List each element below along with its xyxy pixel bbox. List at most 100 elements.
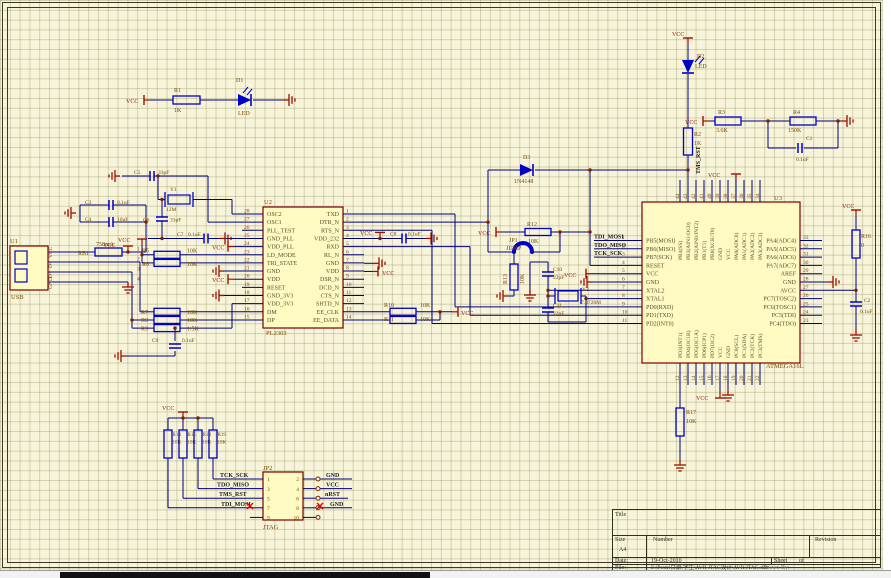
pin-number: 13 xyxy=(346,306,352,312)
pin-number: 36 xyxy=(739,193,745,199)
vcc-label: VCC xyxy=(360,231,372,237)
net-label: TDO_MISO xyxy=(594,243,626,249)
resistor-R16[interactable] xyxy=(851,229,861,259)
pin-name: PA0(ADC0) xyxy=(733,233,740,260)
gnd-symbol xyxy=(284,94,296,106)
gnd-symbol xyxy=(842,115,854,127)
pin-name: AVCC xyxy=(780,288,796,294)
resistor-R12[interactable] xyxy=(524,227,552,237)
pin-number: 9 xyxy=(346,274,349,280)
led-arrow xyxy=(694,55,701,63)
pin-name: GND xyxy=(326,261,340,267)
pin-name: PD2(INT0) xyxy=(646,321,674,328)
vcc-label: VCC xyxy=(478,231,490,237)
resistor-R9[interactable] xyxy=(153,323,181,333)
value-label: 10K xyxy=(187,249,198,255)
pin-number: 44 xyxy=(675,193,681,199)
chip-U3-body[interactable] xyxy=(641,201,801,364)
gnd-symbol xyxy=(122,282,134,294)
pin-number: 19 xyxy=(244,282,250,288)
pin-number: 18 xyxy=(723,375,729,381)
pin-number: 18 xyxy=(244,290,250,296)
gnd-symbol xyxy=(828,276,840,288)
resistor-R14[interactable] xyxy=(163,429,173,459)
resistor-R15[interactable] xyxy=(178,429,188,459)
text-label: D- xyxy=(48,262,54,268)
pin-number: 4 xyxy=(296,487,299,493)
resistor-R17[interactable] xyxy=(675,407,685,437)
value-label: JUMP xyxy=(506,246,522,252)
pin-number: 34 xyxy=(755,193,761,199)
pin-name: PB0(XCK/T0) xyxy=(709,227,716,260)
pin-name: PD1(TXD) xyxy=(646,312,673,319)
pin-name: PD5(OC1A) xyxy=(693,330,700,358)
horizontal-scrollbar[interactable] xyxy=(0,570,891,578)
ref-designator: R15 xyxy=(188,433,197,438)
vcc-label: VCC xyxy=(672,32,684,38)
ref-designator: R19 xyxy=(218,433,227,438)
usb-contact xyxy=(14,268,28,283)
ref-designator: C3 xyxy=(85,200,92,206)
pin-name: PB5(MOSI) xyxy=(646,238,675,245)
resistor-RB1[interactable] xyxy=(94,247,123,257)
resistor-R10[interactable] xyxy=(389,307,417,316)
resistor-R19[interactable] xyxy=(208,429,218,459)
pin-number: 1 xyxy=(267,477,270,483)
diode-D2[interactable] xyxy=(682,60,694,73)
pin-number: 9 xyxy=(267,516,270,522)
text-label: D+ xyxy=(48,271,54,278)
vcc-label: VCC xyxy=(708,173,720,179)
number-label: Number xyxy=(653,537,673,543)
pin-name: VDD_3V3 xyxy=(267,302,293,308)
pin-name: DSR_N xyxy=(320,277,340,283)
resistor-R11[interactable] xyxy=(389,315,417,325)
pin-name: EE_CLK xyxy=(317,310,340,316)
ref-designator: R17 xyxy=(686,410,696,416)
resistor-R6[interactable] xyxy=(153,258,181,268)
sheet-border-inner xyxy=(7,7,876,563)
resistor-R3[interactable] xyxy=(714,116,742,126)
pin-number: 22 xyxy=(755,375,761,381)
pin-name: PC6(TOSC1) xyxy=(763,304,796,311)
pin-name: DTR_N xyxy=(320,220,340,226)
pin-name: GND_PLL xyxy=(267,236,294,242)
vcc-label: VCC xyxy=(126,99,138,105)
title-block: Title Size A4 Number Revision Date: 19-O… xyxy=(612,509,881,571)
value-label: 10K xyxy=(203,441,212,446)
pin-name: DCD_N xyxy=(319,285,340,291)
value-label: 0.1uF xyxy=(796,157,809,163)
junction-dot xyxy=(588,168,592,172)
ref-designator: C8 xyxy=(390,232,397,238)
ref-designator: C10 xyxy=(553,267,562,273)
pin-name: PB7(SCK) xyxy=(646,254,672,261)
resistor-R4[interactable] xyxy=(789,116,817,126)
chip-JP2-body[interactable] xyxy=(262,471,304,521)
resistor-R8[interactable] xyxy=(153,315,181,325)
chip-U2-body[interactable] xyxy=(262,206,344,329)
value-label: 1K xyxy=(694,141,702,147)
pin-number: 4 xyxy=(622,260,625,266)
pin-name: PA4(ADC4) xyxy=(766,238,796,245)
chip-U1-body[interactable] xyxy=(9,245,49,291)
ref-designator: R8 xyxy=(141,318,148,324)
led-arrow xyxy=(698,57,705,65)
resistor-R2[interactable] xyxy=(682,127,694,156)
crystal-Y1[interactable] xyxy=(167,194,191,205)
net-label: TDI_MOSI xyxy=(594,235,624,241)
resistor-R13[interactable] xyxy=(509,263,519,291)
diode-D1[interactable] xyxy=(238,94,251,106)
pin-name: PD0(RXD) xyxy=(646,304,673,311)
text-label: VCC xyxy=(48,246,54,258)
led-arrow xyxy=(246,88,253,96)
resistor-R7[interactable] xyxy=(153,307,181,316)
horizontal-scrollbar-thumb[interactable] xyxy=(60,572,430,578)
net-label: TMS_RST xyxy=(696,146,702,174)
jumper-JP1[interactable] xyxy=(512,241,534,253)
crystal-Y2[interactable] xyxy=(557,290,579,302)
pin-name: RESET xyxy=(646,263,665,269)
diode-D3[interactable] xyxy=(520,164,533,176)
value-label: 1.5K xyxy=(187,326,200,332)
resistor-R18[interactable] xyxy=(193,429,203,459)
resistor-R5[interactable] xyxy=(153,250,181,259)
resistor-R1[interactable] xyxy=(172,95,201,105)
